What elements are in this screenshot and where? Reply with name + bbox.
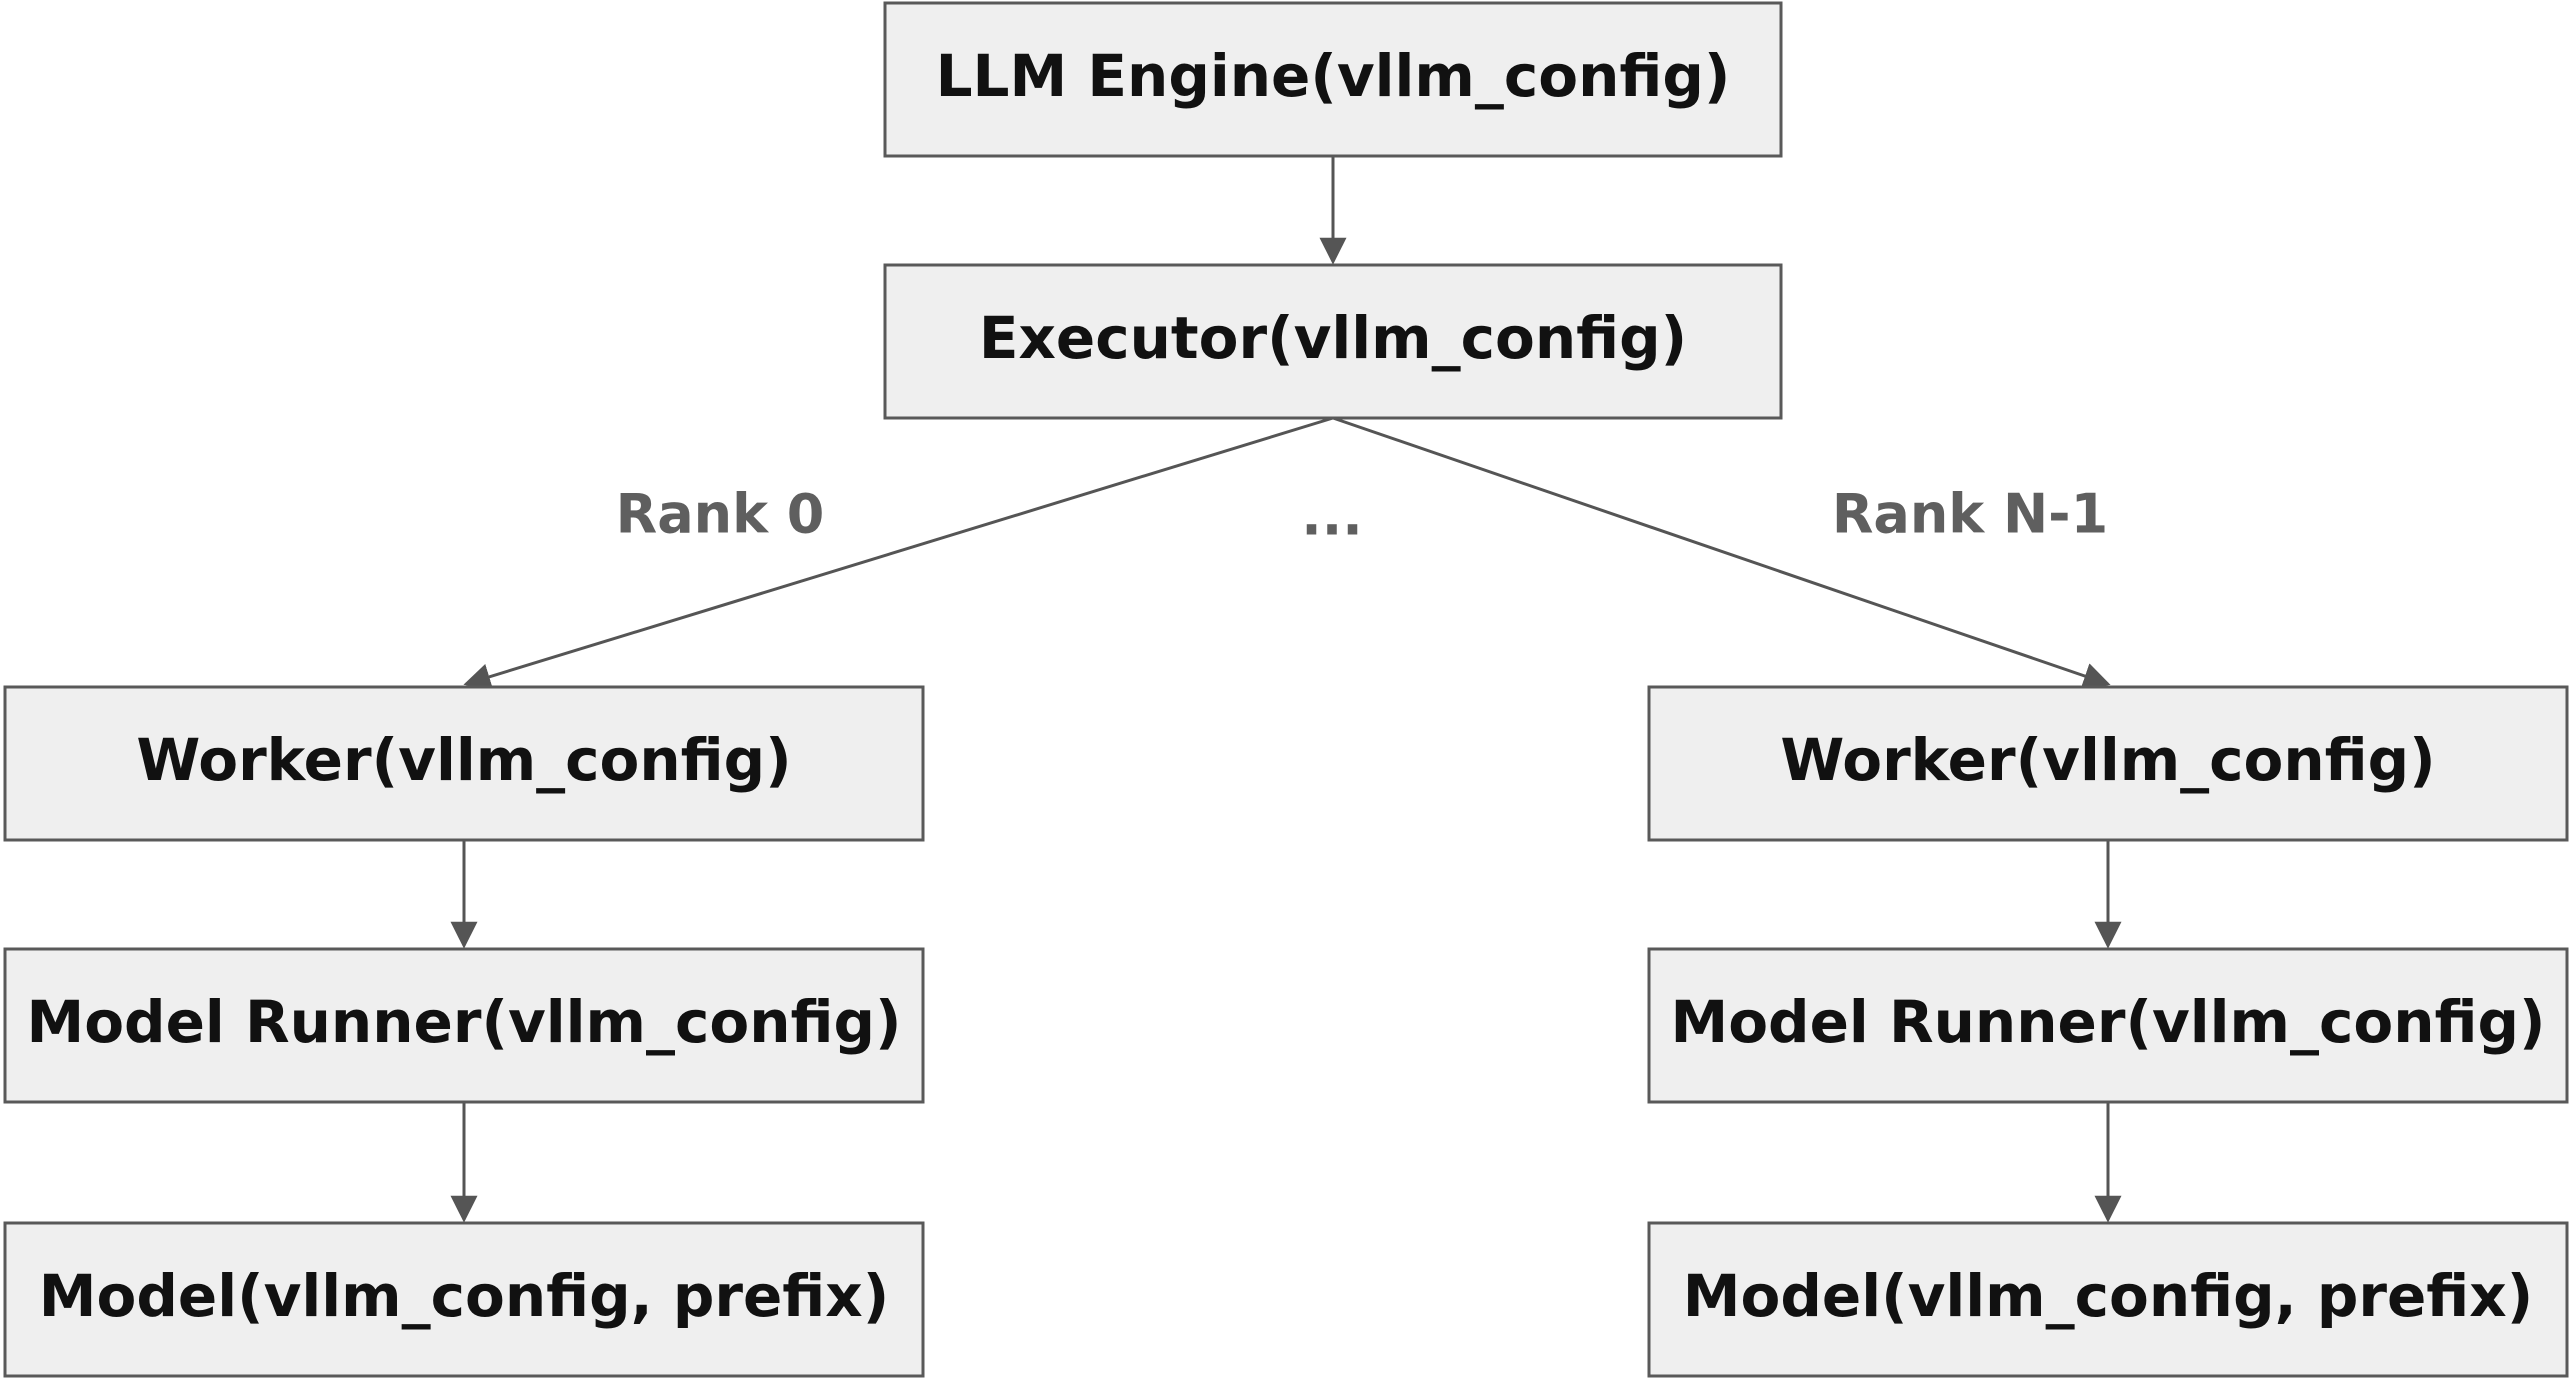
node-model-rank-n-minus-1: Model(vllm_config, prefix) <box>1647 1221 2569 1378</box>
edge-executor-to-worker-right <box>1332 416 2111 689</box>
node-model-rank-0: Model(vllm_config, prefix) <box>3 1221 925 1378</box>
node-model-runner-rank-n-minus-1-label: Model Runner(vllm_config) <box>1670 988 2545 1056</box>
rank-n-minus-1-label: Rank N-1 <box>1832 483 2108 546</box>
node-executor: Executor(vllm_config) <box>883 263 1783 420</box>
node-model-rank-0-label: Model(vllm_config, prefix) <box>39 1262 889 1330</box>
node-model-rank-n-minus-1-label: Model(vllm_config, prefix) <box>1683 1262 2533 1330</box>
rank-0-label: Rank 0 <box>616 483 825 546</box>
edge-executor-to-worker-left <box>463 416 1334 690</box>
node-llm-engine: LLM Engine(vllm_config) <box>883 1 1783 158</box>
node-model-runner-rank-n-minus-1: Model Runner(vllm_config) <box>1647 947 2569 1104</box>
node-llm-engine-label: LLM Engine(vllm_config) <box>936 42 1731 110</box>
rank-ellipsis-label: ... <box>1301 485 1363 548</box>
node-worker-rank-n-minus-1: Worker(vllm_config) <box>1647 685 2569 842</box>
node-worker-rank-0: Worker(vllm_config) <box>3 685 925 842</box>
node-worker-rank-n-minus-1-label: Worker(vllm_config) <box>1780 726 2435 794</box>
node-worker-rank-0-label: Worker(vllm_config) <box>136 726 791 794</box>
node-model-runner-rank-0-label: Model Runner(vllm_config) <box>26 988 901 1056</box>
node-executor-label: Executor(vllm_config) <box>979 304 1687 372</box>
node-model-runner-rank-0: Model Runner(vllm_config) <box>3 947 925 1104</box>
